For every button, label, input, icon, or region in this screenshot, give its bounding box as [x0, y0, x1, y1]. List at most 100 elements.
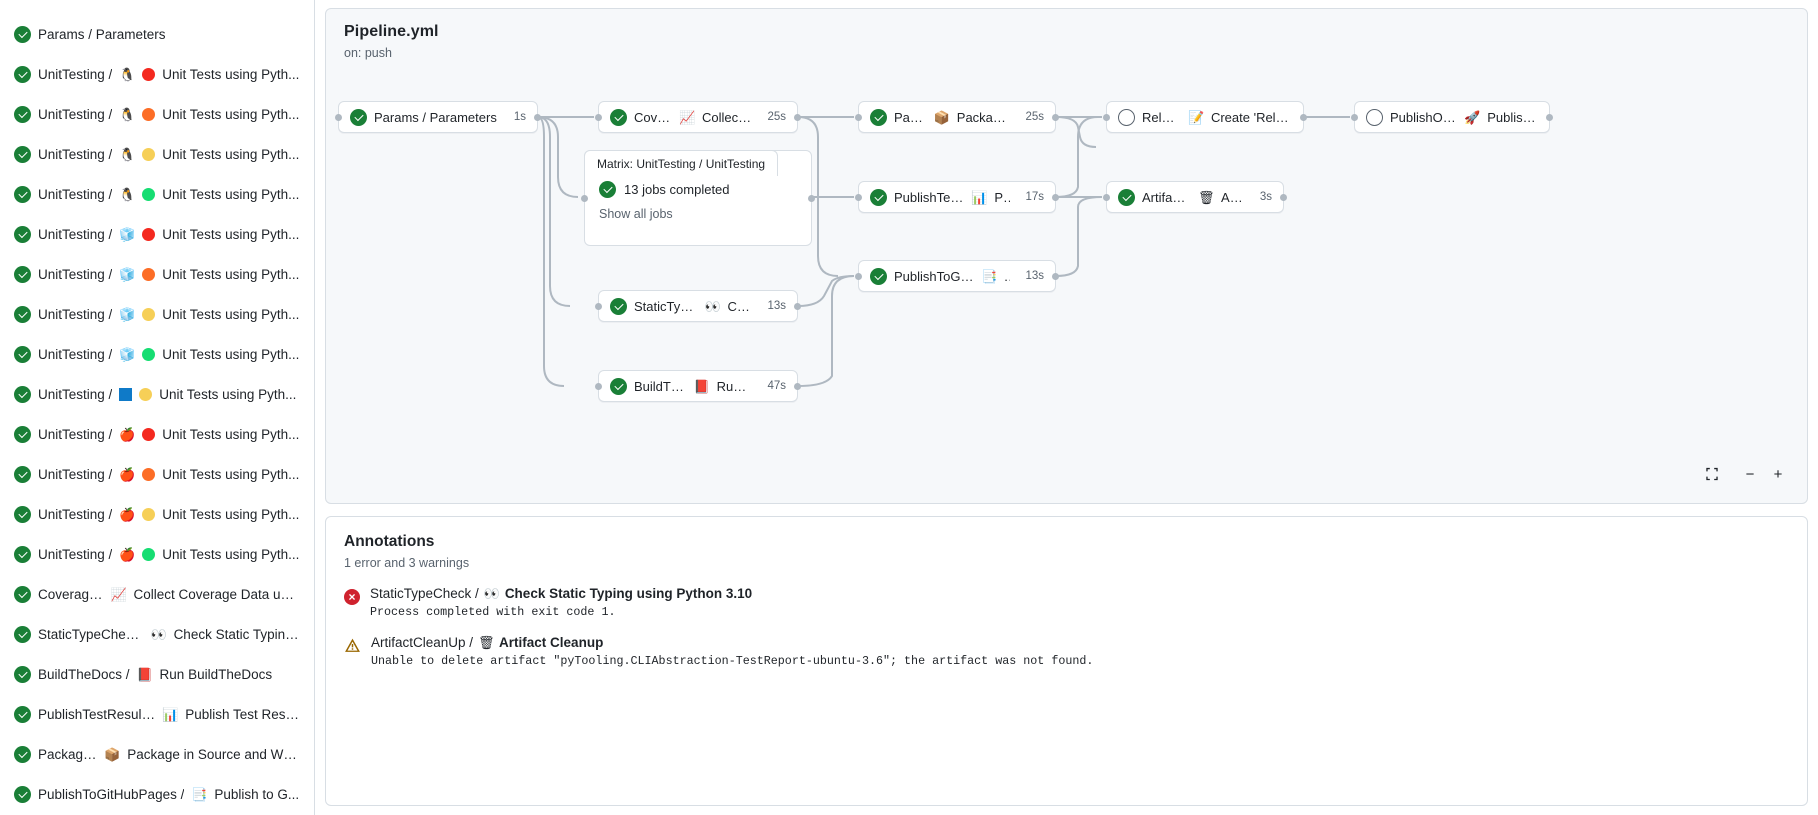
- sidebar-job-item[interactable]: PublishTestResults / 📊Publish Test Resu.…: [4, 694, 310, 734]
- sidebar-job-item[interactable]: UnitTesting / 🍎Unit Tests using Pyth...: [4, 414, 310, 454]
- annotation-job-name: ArtifactCleanUp /: [371, 635, 474, 650]
- success-check-icon: [14, 225, 31, 243]
- sidebar-job-name: PublishToGitHubPages /: [38, 786, 185, 802]
- node-job-name: PublishTestResults /: [894, 189, 964, 205]
- zoom-out-button[interactable]: −: [1737, 461, 1763, 487]
- node-job-name: ArtifactCleanUp /: [1142, 189, 1192, 205]
- package-icon: 📦: [104, 746, 121, 762]
- sidebar-job-name: PublishTestResults /: [38, 706, 156, 722]
- sidebar-job-item[interactable]: UnitTesting / 🧊Unit Tests using Pyth...: [4, 294, 310, 334]
- sidebar-job-name: Coverage /: [38, 586, 104, 602]
- sidebar-job-item[interactable]: UnitTesting / 🍎Unit Tests using Pyth...: [4, 454, 310, 494]
- sidebar-job-item[interactable]: UnitTesting / 🧊Unit Tests using Pyth...: [4, 334, 310, 374]
- pages-icon: 📑: [191, 786, 208, 802]
- graph-node-release[interactable]: Release / 📝Create 'Release P...: [1103, 101, 1307, 133]
- success-check-icon: [610, 377, 627, 395]
- success-check-icon: [610, 297, 627, 315]
- workflow-graph-panel[interactable]: Pipeline.yml on: push: [325, 8, 1808, 504]
- node-duration: 1s: [513, 111, 526, 123]
- success-check-icon: [14, 185, 31, 203]
- zoom-in-button[interactable]: +: [1765, 461, 1791, 487]
- sidebar-job-item[interactable]: UnitTesting / Unit Tests using Pyth...: [4, 374, 310, 414]
- sidebar-job-item[interactable]: UnitTesting / 🍎Unit Tests using Pyth...: [4, 534, 310, 574]
- sidebar-job-name: BuildTheDocs /: [38, 666, 130, 682]
- graph-node-coverage[interactable]: Coverage / 📈Collect Cove...25s: [595, 101, 801, 133]
- sidebar-job-item[interactable]: UnitTesting / 🍎 Unit Tests using Pyth...: [4, 494, 310, 534]
- node-step-name: Package in So...: [956, 109, 1011, 125]
- sidebar-job-item[interactable]: UnitTesting / 🧊Unit Tests using Pyth...: [4, 214, 310, 254]
- show-all-jobs-link[interactable]: Show all jobs: [599, 207, 673, 221]
- sidebar-job-step: Unit Tests using Pyth...: [162, 546, 300, 562]
- graph-zoom-controls[interactable]: − +: [1699, 461, 1791, 487]
- node-output-port: [1546, 113, 1553, 121]
- sidebar-job-item[interactable]: Params / Parameters: [4, 14, 310, 54]
- node-step-name: Create 'Release P...: [1210, 109, 1292, 125]
- graph-node-package[interactable]: Package / 📦Package in So...25s: [855, 101, 1059, 133]
- sidebar-job-step: Unit Tests using Pyth...: [162, 506, 300, 522]
- sidebar-job-item[interactable]: UnitTesting / 🐧Unit Tests using Pyth...: [4, 54, 310, 94]
- sidebar-job-name: UnitTesting /: [38, 546, 113, 562]
- node-output-port: [534, 113, 541, 121]
- python-version-green-icon: [142, 187, 156, 201]
- graph-node-statictype[interactable]: StaticTypeCheck / 👀Chec...13s: [595, 290, 801, 322]
- sidebar-job-name: UnitTesting /: [38, 426, 113, 442]
- sidebar-job-item[interactable]: StaticTypeCheck / 👀Check Static Typing..…: [4, 614, 310, 654]
- sidebar-job-step: Unit Tests using Pyth...: [159, 386, 297, 402]
- node-input-port: [595, 302, 602, 310]
- sidebar-job-step: Check Static Typing...: [173, 626, 300, 642]
- node-duration: 25s: [1025, 111, 1044, 123]
- apple-icon: 🍎: [119, 506, 136, 522]
- sidebar-job-item[interactable]: UnitTesting / 🐧Unit Tests using Pyth...: [4, 174, 310, 214]
- sidebar-job-item[interactable]: Package / 📦Package in Source and Wh...: [4, 734, 310, 774]
- graph-node-pypi[interactable]: PublishOnPyPI / 🚀Publish to ...: [1351, 101, 1553, 133]
- sidebar-job-name: UnitTesting /: [38, 266, 113, 282]
- sidebar-job-step: Unit Tests using Pyth...: [162, 66, 300, 82]
- success-check-icon: [14, 105, 31, 123]
- sidebar-job-step: Unit Tests using Pyth...: [162, 306, 300, 322]
- graph-node-cleanup[interactable]: ArtifactCleanUp / 🗑Artifac...3s: [1103, 181, 1287, 213]
- success-check-icon: [14, 625, 31, 643]
- graph-node-builddocs[interactable]: BuildTheDocs / 📕Run Buil...47s: [595, 370, 801, 402]
- pending-circle-icon: [1366, 108, 1383, 126]
- trash-icon: 🗑: [1198, 189, 1215, 205]
- sidebar-job-step: Unit Tests using Pyth...: [162, 266, 300, 282]
- annotation-item[interactable]: ×StaticTypeCheck / 👀Check Static Typing …: [326, 570, 1807, 619]
- sidebar-job-item[interactable]: UnitTesting / 🐧Unit Tests using Pyth...: [4, 134, 310, 174]
- pending-circle-icon: [1118, 108, 1135, 126]
- penguin-icon: 🐧: [119, 186, 136, 202]
- python-version-green-icon: [142, 347, 156, 361]
- penguin-icon: 🐧: [119, 106, 136, 122]
- sidebar-job-item[interactable]: UnitTesting / 🧊Unit Tests using Pyth...: [4, 254, 310, 294]
- node-step-name: Chec...: [727, 298, 753, 314]
- matrix-group-unittesting[interactable]: Matrix: UnitTesting / UnitTesting 13 job…: [581, 150, 815, 246]
- success-check-icon: [610, 108, 627, 126]
- graph-node-ghpages[interactable]: PublishToGitHubPages / 📑...13s: [855, 260, 1059, 292]
- success-check-icon: [870, 108, 887, 126]
- node-input-port: [595, 113, 602, 121]
- barchart-icon: 📊: [971, 189, 988, 205]
- sidebar-job-name: StaticTypeCheck /: [38, 626, 144, 642]
- success-check-icon: [14, 305, 31, 323]
- fit-screen-button[interactable]: [1699, 461, 1725, 487]
- node-step-name: ...: [1004, 268, 1010, 284]
- graph-node-testresults[interactable]: PublishTestResults / 📊Pu...17s: [855, 181, 1059, 213]
- success-check-icon: [870, 188, 887, 206]
- sidebar-job-item[interactable]: UnitTesting / 🐧Unit Tests using Pyth...: [4, 94, 310, 134]
- sidebar-job-name: UnitTesting /: [38, 66, 113, 82]
- sidebar-job-item[interactable]: BuildTheDocs / 📕Run BuildTheDocs: [4, 654, 310, 694]
- sidebar-job-name: UnitTesting /: [38, 186, 113, 202]
- main-content: Pipeline.yml on: push: [315, 0, 1818, 815]
- success-check-icon: [14, 785, 31, 803]
- success-check-icon: [350, 108, 367, 126]
- sidebar-job-item[interactable]: PublishToGitHubPages / 📑Publish to G...: [4, 774, 310, 814]
- sidebar-job-item[interactable]: Coverage / 📈Collect Coverage Data usi...: [4, 574, 310, 614]
- sidebar-job-name: UnitTesting /: [38, 146, 113, 162]
- sidebar-job-name: UnitTesting /: [38, 506, 113, 522]
- node-input-port: [855, 272, 862, 280]
